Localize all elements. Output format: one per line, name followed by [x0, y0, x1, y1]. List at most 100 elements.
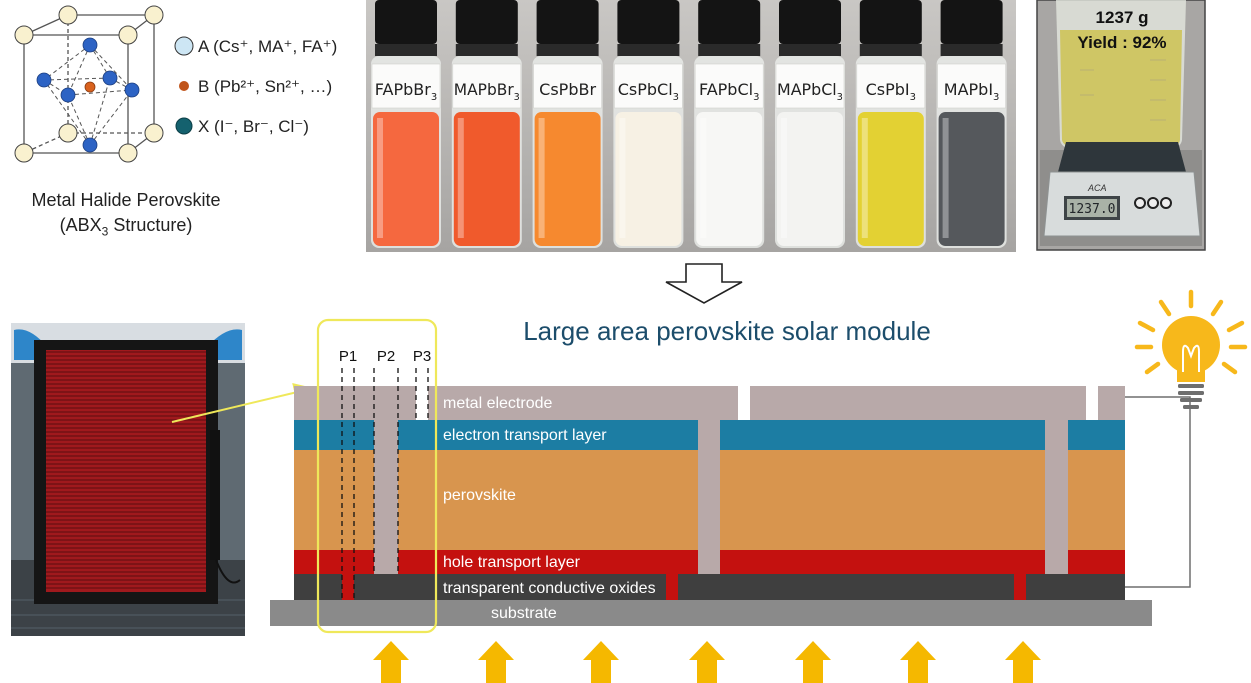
- legend-label-b: B (Pb²⁺, Sn²⁺, …): [198, 77, 332, 96]
- vial-cap: [375, 0, 437, 44]
- a-site-atom: [144, 5, 164, 25]
- layer-label-perovskite: perovskite: [443, 487, 516, 504]
- scribe-guides: [341, 368, 429, 600]
- a-site-atoms: [14, 5, 164, 163]
- p2-interconnect: [698, 420, 720, 574]
- light-arrow-icon: [689, 641, 725, 683]
- vial-powder: [696, 112, 763, 246]
- external-circuit-wire: [1125, 412, 1191, 588]
- layer-perovskite: [720, 450, 1045, 550]
- scale-platform: [1058, 142, 1186, 172]
- vial-cap-ring: [940, 44, 1003, 56]
- vial-label: FAPbBr3: [375, 80, 437, 103]
- vial-cap: [940, 0, 1003, 44]
- vial-label-sticker: [937, 63, 1006, 109]
- vial-label-sticker: [775, 63, 845, 109]
- vial-cap-ring: [617, 44, 680, 56]
- layer-htl: [720, 550, 1045, 574]
- vial-label-sticker: [694, 63, 764, 109]
- beaker-powder: [1060, 30, 1182, 153]
- layer-htl: [294, 550, 374, 574]
- interconnect-highlight-box: [316, 318, 438, 634]
- bulb-neck: [1177, 366, 1205, 382]
- light-arrow-icon: [900, 641, 936, 683]
- legend-label-a: A (Cs⁺, MA⁺, FA⁺): [198, 37, 337, 56]
- vial-label: CsPbCl3: [618, 80, 679, 103]
- vial-cap: [698, 0, 761, 44]
- layer-htl: [1068, 550, 1125, 574]
- vial: FAPbCl3: [694, 0, 765, 248]
- a-site-atom: [58, 5, 78, 25]
- crystal-caption-line1: Metal Halide Perovskite: [31, 190, 221, 210]
- layer-etl: [398, 420, 698, 450]
- layer-tco: [294, 574, 1125, 600]
- p2-interconnect: [374, 420, 398, 574]
- x-site-atom: [36, 72, 52, 88]
- scale-display: [1067, 199, 1117, 217]
- vial: MAPbI3: [936, 0, 1007, 248]
- zoom-connector-line: [171, 382, 314, 423]
- vial: FAPbBr3: [371, 0, 441, 248]
- legend-swatch-b: [179, 81, 189, 91]
- crystal-structure-diagram: [14, 5, 164, 163]
- scribe-label-p2: P2: [377, 348, 395, 365]
- a-site-atom: [58, 123, 78, 143]
- module-cell-stripes: [46, 351, 206, 589]
- layer-perovskite: [294, 450, 374, 550]
- vial-label-sticker: [614, 63, 683, 109]
- p2-interconnect: [1045, 420, 1068, 574]
- legend-swatch-x: [175, 117, 193, 135]
- x-site-atoms: [36, 37, 140, 153]
- bulb-rays: [1134, 289, 1248, 375]
- vial-cap: [617, 0, 680, 44]
- atom-legend: A (Cs⁺, MA⁺, FA⁺) B (Pb²⁺, Sn²⁺, …) X (I…: [174, 36, 337, 136]
- vial-label: MAPbI3: [944, 80, 1000, 103]
- legend-label-x: X (I⁻, Br⁻, Cl⁻): [198, 117, 309, 136]
- scale-button: [1147, 197, 1159, 209]
- light-arrow-icon: [583, 641, 619, 683]
- vial: MAPbBr3: [451, 0, 522, 248]
- scale-mass-label: 1237 g: [1096, 8, 1149, 27]
- vial: CsPbI3: [855, 0, 926, 248]
- vial-label: CsPbI3: [866, 80, 916, 103]
- process-down-arrow: [665, 263, 743, 304]
- p1-scribe: [1014, 574, 1026, 600]
- vial-powder: [777, 112, 843, 246]
- layer-label-metal-electrode: metal electrode: [443, 395, 552, 412]
- layer-perovskite: [1068, 450, 1125, 550]
- scale-display-value: 1237.0: [1069, 202, 1116, 217]
- vial-powder: [615, 112, 682, 246]
- vial: MAPbCl3: [775, 0, 845, 248]
- vial-cap: [859, 0, 922, 44]
- vial-label-sticker: [533, 63, 602, 109]
- vial-powder: [534, 112, 601, 246]
- light-arrow-icon: [795, 641, 831, 683]
- layer-label-htl: hole transport layer: [443, 554, 581, 571]
- vial-powder: [938, 112, 1005, 246]
- layer-metal-electrode: [750, 386, 1086, 420]
- module-photo: [11, 323, 245, 636]
- layer-etl: [720, 420, 1045, 450]
- scale-button: [1134, 197, 1146, 209]
- vial-cap: [779, 0, 841, 44]
- scale-brand: ACA: [1087, 183, 1107, 193]
- bulb-base: [1183, 405, 1199, 409]
- bulb-base: [1180, 398, 1202, 402]
- vial-cap-ring: [859, 44, 922, 56]
- layer-metal-electrode: [1098, 386, 1125, 420]
- vial-powder: [453, 112, 520, 246]
- crystal-caption: Metal Halide Perovskite (ABX3 Structure): [0, 188, 252, 245]
- vial-label: FAPbCl3: [699, 80, 759, 103]
- a-site-atom: [14, 143, 34, 163]
- layer-htl: [398, 550, 698, 574]
- a-site-atom: [144, 123, 164, 143]
- vial-powder: [857, 112, 924, 246]
- scale-button: [1160, 197, 1172, 209]
- bulb-base: [1178, 391, 1204, 395]
- layer-metal-electrode: [294, 386, 416, 420]
- scribe-label-p1: P1: [339, 348, 357, 365]
- p1-scribe: [666, 574, 678, 600]
